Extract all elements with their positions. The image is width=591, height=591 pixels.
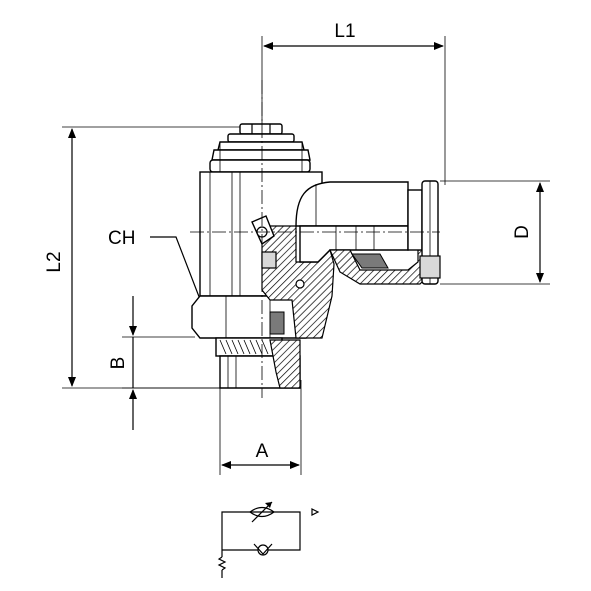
body-section — [251, 215, 335, 389]
elbow-outlet — [295, 180, 441, 285]
dimension-d: D — [440, 180, 550, 285]
label-ch: CH — [108, 228, 135, 249]
adjust-screw — [209, 123, 311, 173]
label-d: D — [512, 225, 533, 239]
center-lines — [190, 80, 440, 398]
dimension-l1: L1 — [261, 21, 446, 185]
dimension-b: B — [108, 296, 220, 430]
label-b: B — [108, 357, 129, 370]
fitting-body — [190, 80, 441, 398]
label-a: A — [256, 441, 269, 462]
flow-control-symbol — [217, 501, 320, 578]
label-l2: L2 — [44, 251, 65, 272]
label-l1: L1 — [334, 21, 355, 42]
dimension-a: A — [219, 380, 302, 475]
